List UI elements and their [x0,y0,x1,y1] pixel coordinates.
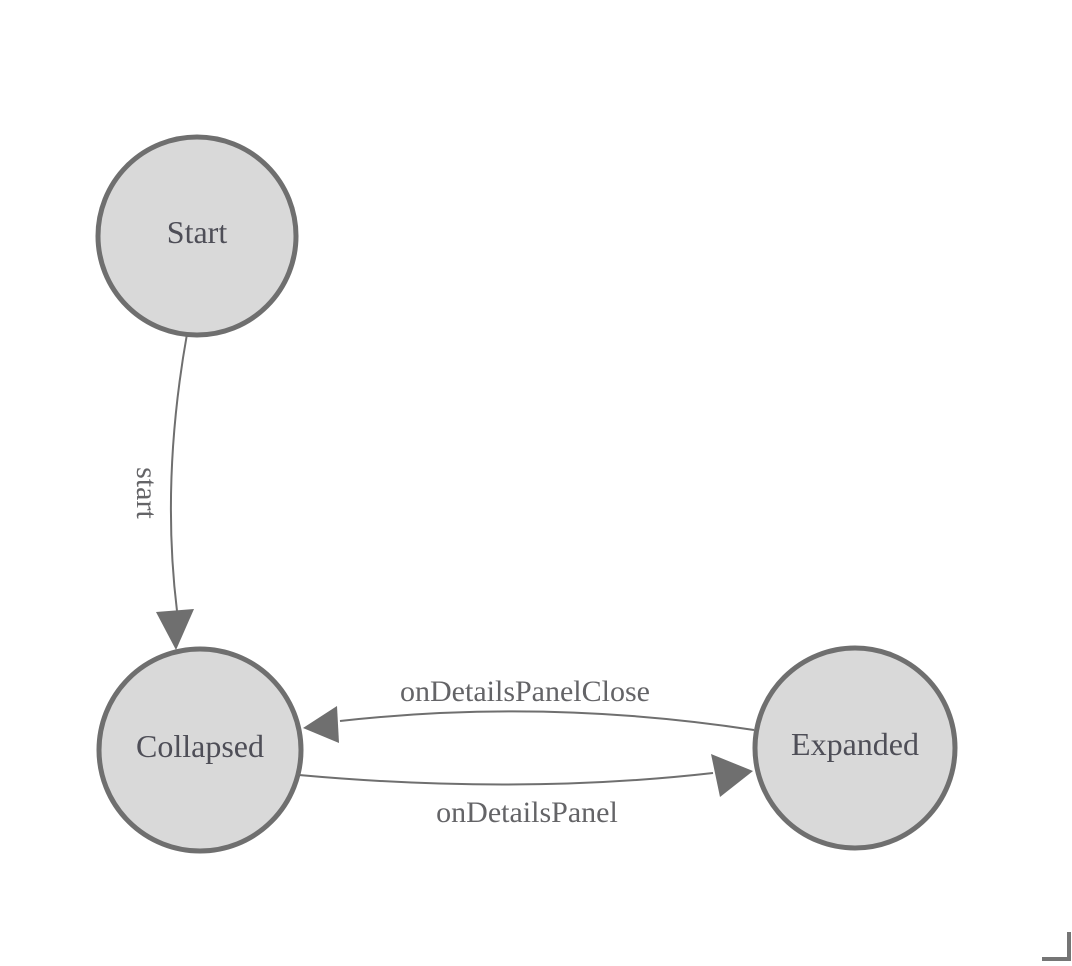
transition-label-start: start [130,467,163,519]
state-label-expanded: Expanded [791,726,919,762]
arrowhead-into-collapsed-right [303,706,339,743]
state-label-start: Start [167,214,228,250]
transition-collapsed-to-expanded: onDetailsPanel [298,754,753,829]
state-circle-collapsed [96,646,304,854]
edge-expanded-to-collapsed [339,710,755,731]
transition-start-to-collapsed: start [130,333,194,650]
edge-collapsed-to-expanded [298,772,714,786]
state-node-collapsed: Collapsed [96,646,304,854]
transition-expanded-to-collapsed: onDetailsPanelClose [303,675,755,743]
arrowhead-into-expanded-left [711,754,753,797]
state-circle-expanded [752,645,958,851]
state-node-start: Start [95,134,299,338]
canvas-corner-mark [1042,932,1071,961]
arrowhead-into-collapsed-top [156,609,194,650]
transition-label-ondetailspanel: onDetailsPanel [436,796,618,829]
state-node-expanded: Expanded [752,645,958,851]
transition-label-ondetailspanelclose: onDetailsPanelClose [400,675,650,708]
edge-start-to-collapsed [169,333,188,612]
state-label-collapsed: Collapsed [136,728,264,764]
state-circle-start [95,134,299,338]
